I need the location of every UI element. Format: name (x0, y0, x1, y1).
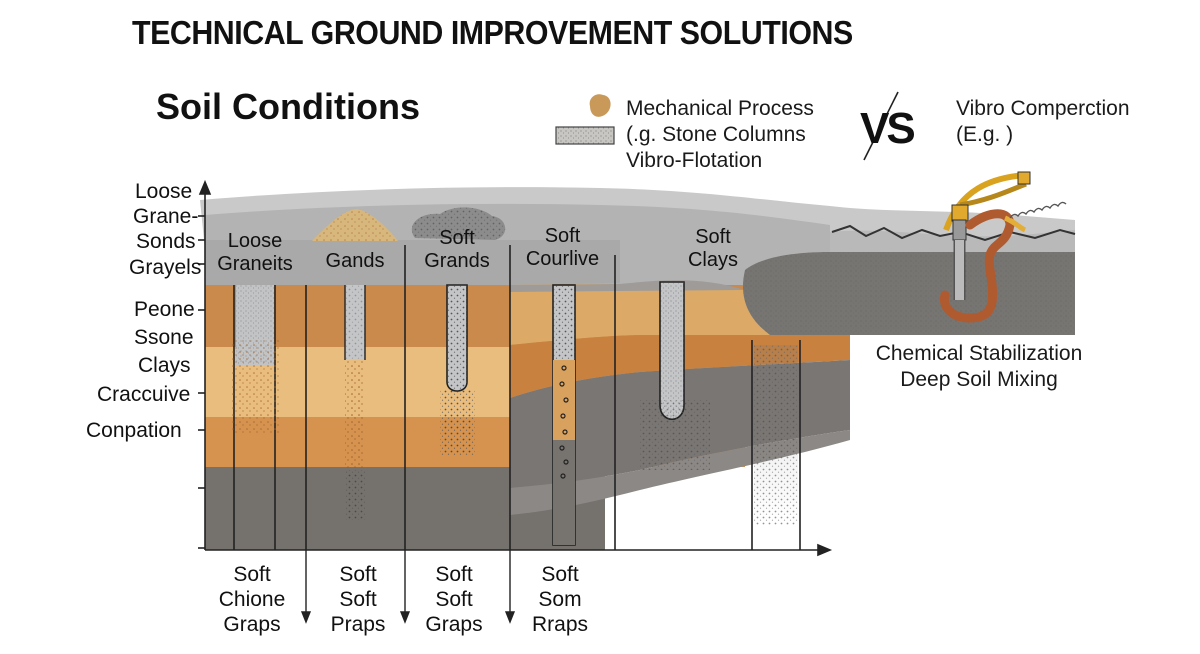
legend-mechanical: Mechanical Process (.g. Stone Columns Vi… (626, 96, 814, 174)
axis-label-craccuive: Craccuive (97, 382, 190, 407)
pebble-icon (590, 94, 611, 117)
column-label-1-line-1: Loose (210, 230, 300, 253)
column-label-2-line-1: Gands (310, 250, 400, 273)
page-title: TECHNICAL GROUND IMPROVEMENT SOLUTIONS (132, 14, 853, 52)
column-2-deep-dots (345, 470, 365, 520)
column-label-1-line-2: Graneits (210, 253, 300, 276)
legend-mechanical-line-2: (.g. Stone Columns (626, 122, 814, 148)
column-label-4-line-2: Courlive (515, 248, 610, 271)
column-label-5-line-1: Soft (668, 226, 758, 249)
bottom-label-1-line-2: Chione (212, 587, 292, 612)
bottom-label-2-line-2: Soft (318, 587, 398, 612)
vibro-ground-texture (743, 252, 1075, 335)
column-label-soft-grands: Soft Grands (412, 227, 502, 273)
column-4-lower (553, 440, 575, 545)
column-label-soft-courlive: Soft Courlive (515, 225, 610, 271)
bottom-label-4-line-3: Rraps (520, 612, 600, 637)
vs-label: VS (860, 104, 913, 154)
axis-label-clays: Clays (138, 353, 191, 378)
column-label-gands: Gands (310, 250, 400, 273)
bottom-label-4-line-2: Som (520, 587, 600, 612)
axis-label-ssone: Ssone (134, 325, 194, 350)
legend-vibro-line-1: Vibro Comperction (956, 96, 1130, 122)
bottom-label-4-line-1: Soft (520, 562, 600, 587)
column-3-dots (447, 285, 467, 391)
bottom-label-3-line-1: Soft (414, 562, 494, 587)
axis-label-peone: Peone (134, 297, 195, 322)
axis-label-grane: Grane- (133, 204, 198, 229)
bottom-label-3-line-3: Graps (414, 612, 494, 637)
legend-vibro: Vibro Comperction (E.g. ) (956, 96, 1130, 148)
bottom-label-1: Soft Chione Graps (212, 562, 292, 637)
legend-vibro-line-2: (E.g. ) (956, 122, 1130, 148)
legend-mechanical-line-1: Mechanical Process (626, 96, 814, 122)
legend-chemical-line-1: Chemical Stabilization (870, 341, 1088, 367)
legend-chemical: Chemical Stabilization Deep Soil Mixing (870, 341, 1088, 393)
column-label-soft-clays: Soft Clays (668, 226, 758, 272)
column-label-4-line-1: Soft (515, 225, 610, 248)
bottom-label-1-line-1: Soft (212, 562, 292, 587)
bottom-label-2-line-1: Soft (318, 562, 398, 587)
bottom-label-3: Soft Soft Graps (414, 562, 494, 637)
deep-mixing-fade (754, 345, 798, 525)
column-2-shaft-dots (345, 285, 365, 360)
legend-chemical-line-2: Deep Soil Mixing (870, 367, 1088, 393)
column-label-loose-graneits: Loose Graneits (210, 230, 300, 276)
section-subtitle: Soil Conditions (156, 86, 420, 128)
column-label-3-line-2: Grands (412, 250, 502, 273)
bottom-label-2-line-3: Praps (318, 612, 398, 637)
column-5-dots (660, 282, 684, 419)
column-1-sand-spread (230, 340, 280, 435)
column-2-lower (345, 360, 365, 470)
axis-label-conpation: Conpation (86, 418, 182, 443)
axis-label-loose: Loose (135, 179, 192, 204)
column-5-spread (640, 400, 710, 470)
column-label-3-line-1: Soft (412, 227, 502, 250)
axis-label-grayels: Grayels (129, 255, 201, 280)
bottom-label-4: Soft Som Rraps (520, 562, 600, 637)
axis-label-sonds: Sonds (136, 229, 196, 254)
column-label-5-line-2: Clays (668, 249, 758, 272)
bottom-label-3-line-2: Soft (414, 587, 494, 612)
column-3-spread (440, 390, 475, 455)
bottom-label-2: Soft Soft Praps (318, 562, 398, 637)
column-4-upper-dots (553, 285, 575, 360)
bottom-label-1-line-3: Graps (212, 612, 292, 637)
legend-mechanical-line-3: Vibro-Flotation (626, 148, 814, 174)
